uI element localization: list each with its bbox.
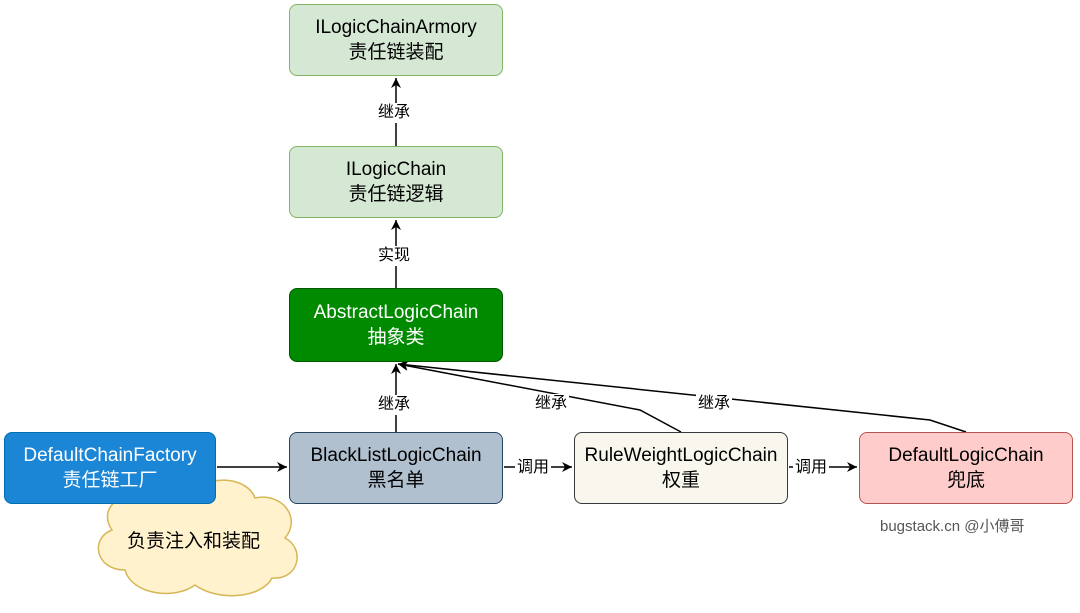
node-name: DefaultLogicChain [888, 445, 1044, 466]
node-ilogicchainarmory[interactable]: ILogicChainArmory 责任链装配 [289, 4, 503, 76]
edge-label-blacklist-to-abstract: 继承 [376, 395, 413, 415]
node-abstractlogicchain[interactable]: AbstractLogicChain 抽象类 [289, 288, 503, 362]
node-name: AbstractLogicChain [313, 302, 479, 323]
node-desc: 权重 [661, 470, 700, 491]
edge-default-to-abstract [397, 360, 967, 433]
node-name: BlackListLogicChain [310, 445, 482, 466]
node-name: DefaultChainFactory [23, 445, 197, 466]
node-desc: 兜底 [946, 470, 985, 491]
node-desc: 责任链装配 [348, 42, 444, 63]
edge-label-default-to-abstract: 继承 [696, 394, 733, 414]
node-name: RuleWeightLogicChain [584, 445, 778, 466]
node-blacklistlogicchain[interactable]: BlackListLogicChain 黑名单 [289, 432, 503, 504]
node-ilogicchain[interactable]: ILogicChain 责任链逻辑 [289, 146, 503, 218]
edge-weight-to-abstract [397, 360, 682, 433]
node-name: ILogicChainArmory [315, 17, 477, 38]
node-defaultchainfactory[interactable]: DefaultChainFactory 责任链工厂 [4, 432, 216, 504]
edge-label-abstract-to-chain: 实现 [376, 246, 413, 266]
node-desc: 抽象类 [367, 327, 425, 348]
cloud-shape [97, 479, 298, 597]
node-desc: 黑名单 [367, 470, 425, 491]
cloud-label: 负责注入和装配 [127, 531, 261, 552]
edge-label-weight-to-default: 调用 [793, 458, 830, 478]
node-ruleweightlogicchain[interactable]: RuleWeightLogicChain 权重 [574, 432, 788, 504]
edge-label-chain-to-armory: 继承 [376, 103, 413, 123]
node-desc: 责任链逻辑 [348, 184, 444, 205]
node-desc: 责任链工厂 [62, 470, 158, 491]
edge-label-blacklist-to-weight: 调用 [515, 458, 552, 478]
watermark: bugstack.cn @小傅哥 [880, 518, 1025, 535]
edge-label-weight-to-abstract: 继承 [533, 394, 570, 414]
node-defaultlogicchain[interactable]: DefaultLogicChain 兜底 [859, 432, 1073, 504]
node-name: ILogicChain [345, 159, 447, 180]
